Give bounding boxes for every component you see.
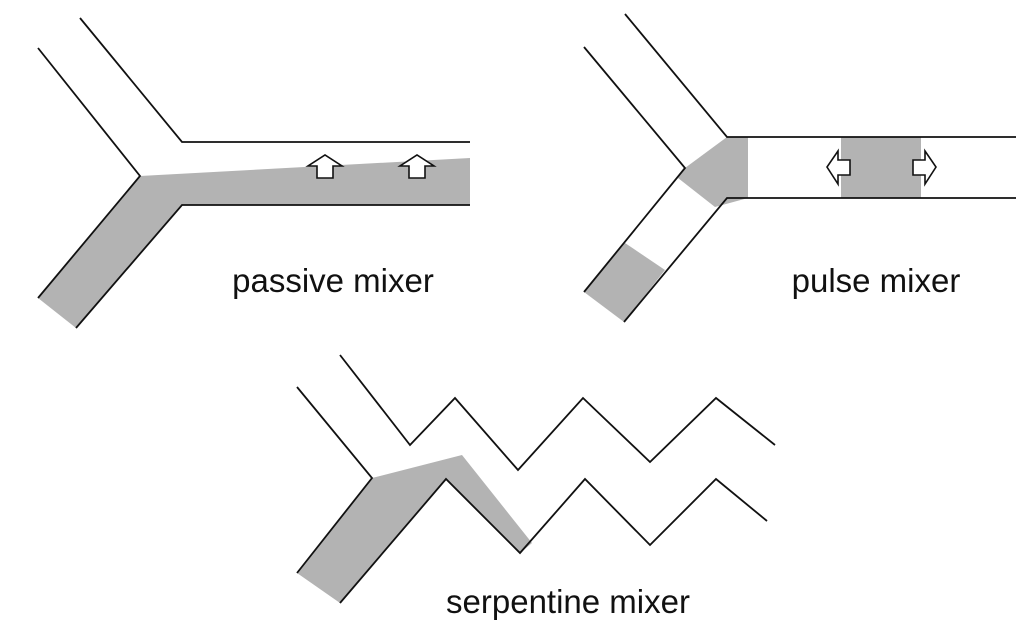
up-arrow-icon (397, 154, 437, 179)
pulse-mixer-panel: pulse mixer (583, 13, 1016, 323)
passive-mixer-fluid (38, 158, 470, 328)
pulse-mixer-wall-divider (583, 46, 687, 293)
pulse-mixer-fluid-plug-main (841, 137, 921, 198)
serpentine-mixer-wall-lower (339, 477, 768, 604)
serpentine-mixer-fluid (297, 455, 532, 603)
pulse-mixer-wall-lower (623, 197, 1016, 323)
up-arrow-icon (305, 154, 345, 179)
serpentine-mixer-panel: serpentine mixer (296, 354, 776, 620)
serpentine-mixer-wall-upper (339, 354, 776, 472)
pulse-mixer-fluid-junction (678, 137, 748, 207)
pulse-mixer-wall-upper-inlet (624, 13, 1016, 138)
passive-mixer-wall-upper-inlet (79, 17, 470, 143)
serpentine-mixer-label: serpentine mixer (446, 583, 690, 620)
passive-mixer-label: passive mixer (232, 262, 434, 299)
right-arrow-icon (912, 148, 937, 187)
pulse-mixer-fluid-plug-inlet (584, 243, 665, 322)
serpentine-mixer-wall-divider (296, 386, 374, 574)
passive-mixer-wall-lower (75, 204, 470, 329)
pulse-mixer-label: pulse mixer (792, 262, 961, 299)
passive-mixer-panel: passive mixer (37, 17, 470, 329)
left-arrow-icon (826, 148, 851, 187)
passive-mixer-wall-divider (37, 47, 142, 299)
